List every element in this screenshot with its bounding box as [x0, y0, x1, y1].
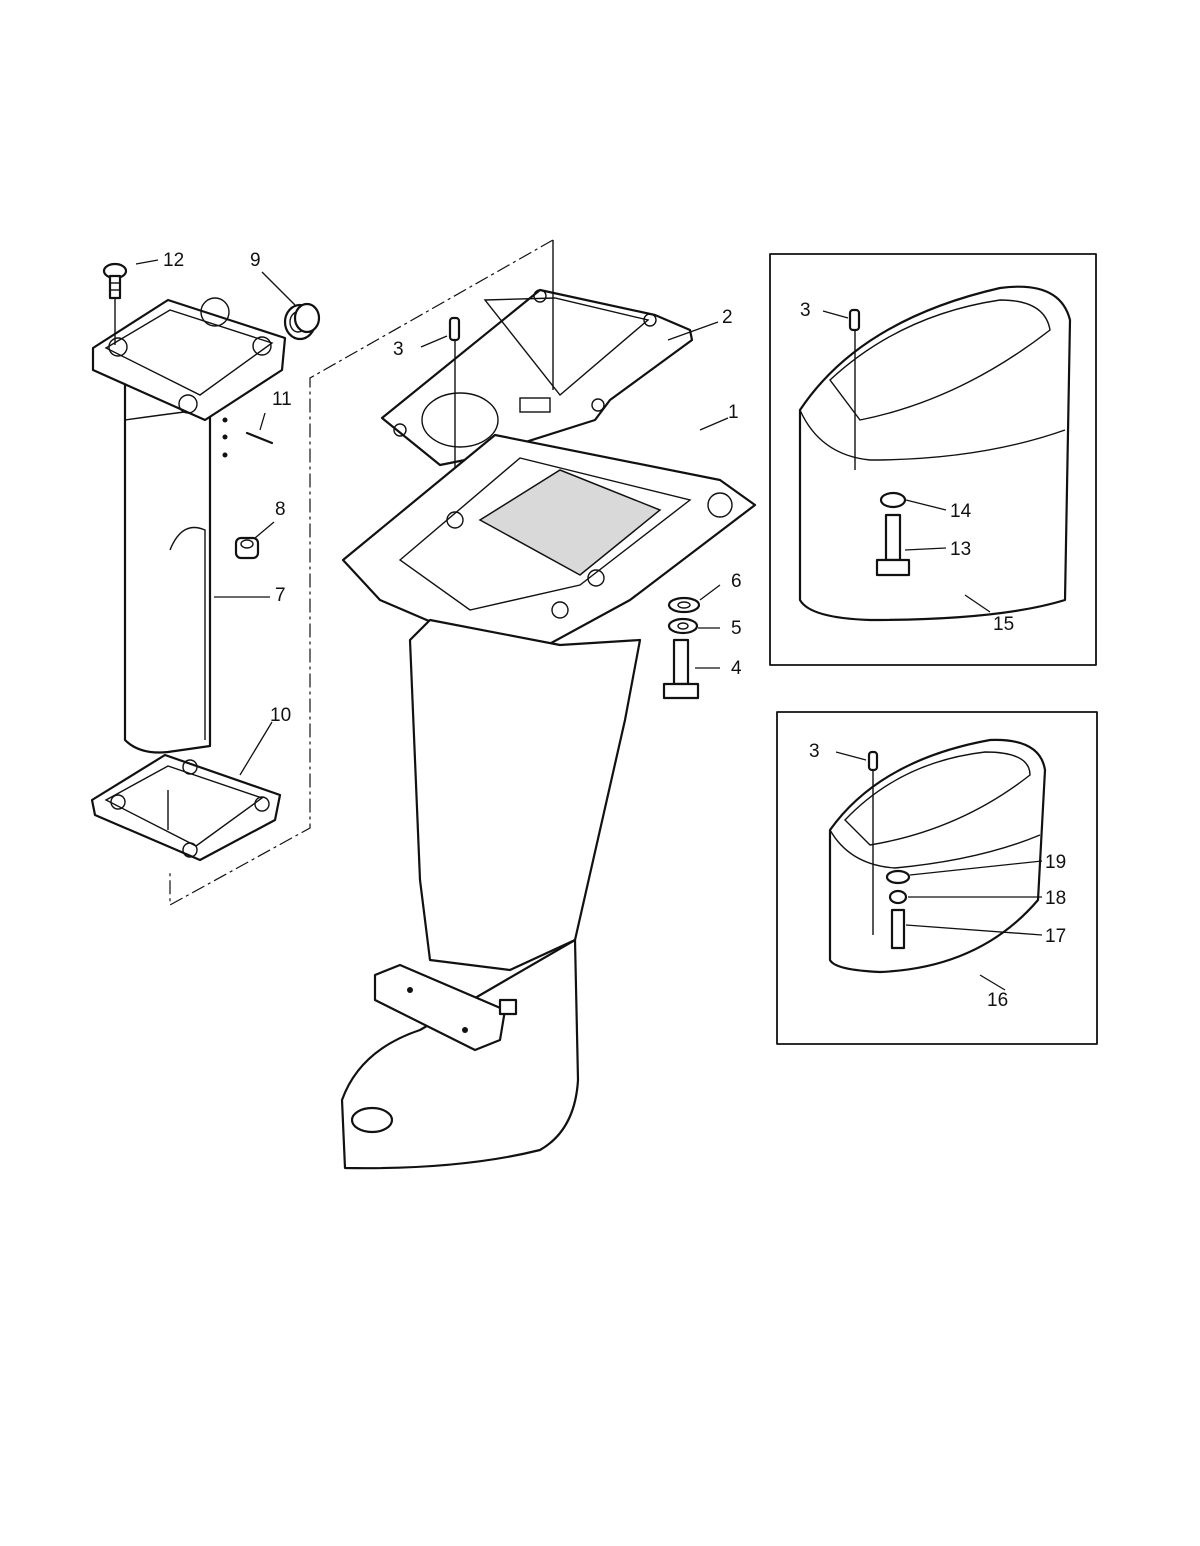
callout-3-center: 3: [393, 339, 404, 360]
callout-2: 2: [722, 307, 733, 328]
spacer-15-part: [798, 285, 1072, 622]
inset-box-16: [776, 711, 1098, 1045]
dowel-pin-3-lower-inset: [867, 750, 879, 772]
washer-6-part: [667, 596, 701, 614]
washer-14-part: [879, 491, 907, 509]
bolt-4-part: [662, 638, 700, 700]
nut-8-part: [234, 536, 260, 560]
assembly-boundary-line: [169, 239, 554, 907]
gasket-2-part: [380, 240, 694, 467]
spacer-16-part: [828, 738, 1047, 974]
gasket-10-part: [90, 753, 282, 862]
callout-4: 4: [731, 658, 742, 679]
washer-19-part: [885, 869, 911, 885]
lockwasher-18-part: [888, 889, 908, 905]
callout-10: 10: [270, 705, 291, 726]
callout-15: 15: [993, 614, 1014, 635]
grommet-9-part: [283, 302, 321, 341]
screw-17-part: [890, 908, 906, 950]
callout-labels: 1 2 3 3 3 4 5 6 7 8 9 10 11 12 13 14 15 …: [163, 250, 1066, 1011]
exhaust-tube-part: [91, 297, 287, 754]
callout-6: 6: [731, 571, 742, 592]
callout-7: 7: [275, 585, 286, 606]
callout-1: 1: [728, 402, 739, 423]
screw-12-part: [102, 262, 128, 345]
callout-5: 5: [731, 618, 742, 639]
callout-17: 17: [1045, 926, 1066, 947]
callout-11: 11: [272, 389, 292, 410]
callout-19: 19: [1045, 852, 1066, 873]
driveshaft-housing-part: [340, 433, 757, 1170]
callout-12: 12: [163, 250, 184, 271]
callout-8: 8: [275, 499, 286, 520]
callout-3-lower-inset: 3: [809, 741, 820, 762]
callout-3-upper-inset: 3: [800, 300, 811, 321]
callout-16: 16: [987, 990, 1008, 1011]
lockwasher-5-part: [667, 617, 699, 635]
callout-18: 18: [1045, 888, 1066, 909]
callout-9: 9: [250, 250, 261, 271]
bolt-13-part: [875, 513, 911, 577]
dowel-pin-3-upper-inset: [848, 308, 861, 332]
pin-11-part: [245, 431, 274, 445]
callout-13: 13: [950, 539, 971, 560]
callout-14: 14: [950, 501, 972, 522]
inset-box-15: [769, 253, 1097, 666]
leader-lines: [135, 259, 1043, 991]
